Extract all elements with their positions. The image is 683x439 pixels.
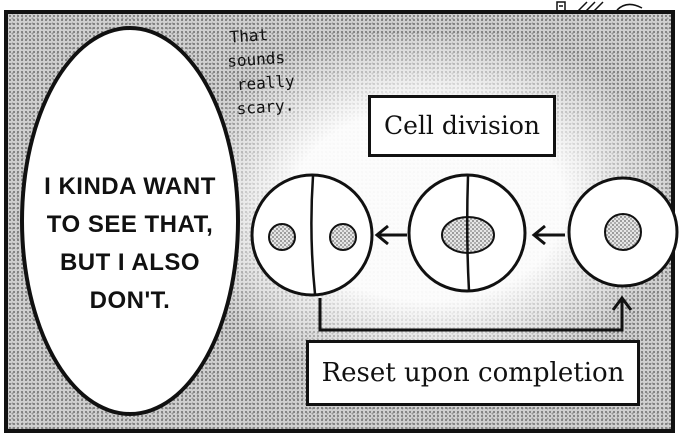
left-arrow-icon	[531, 224, 565, 246]
dividing-cell	[250, 173, 374, 297]
cell-division-label: Cell division	[368, 95, 556, 157]
speech-line: TO SEE THAT,	[46, 211, 214, 238]
reset-loop-arrow	[318, 295, 633, 332]
corner-sketch-art	[556, 1, 643, 13]
left-arrow-icon	[374, 224, 407, 246]
speech-line: DON'T.	[89, 287, 171, 314]
splitting-cell	[407, 173, 527, 293]
reset-upon-completion-label: Reset upon completion	[306, 340, 640, 406]
speech-bubble-text: I KINDA WANT TO SEE THAT, BUT I ALSO DON…	[32, 168, 228, 320]
original-cell	[567, 176, 679, 288]
speech-bubble	[20, 26, 240, 416]
speech-line: BUT I ALSO	[59, 249, 201, 276]
speech-line: I KINDA WANT	[44, 173, 216, 200]
